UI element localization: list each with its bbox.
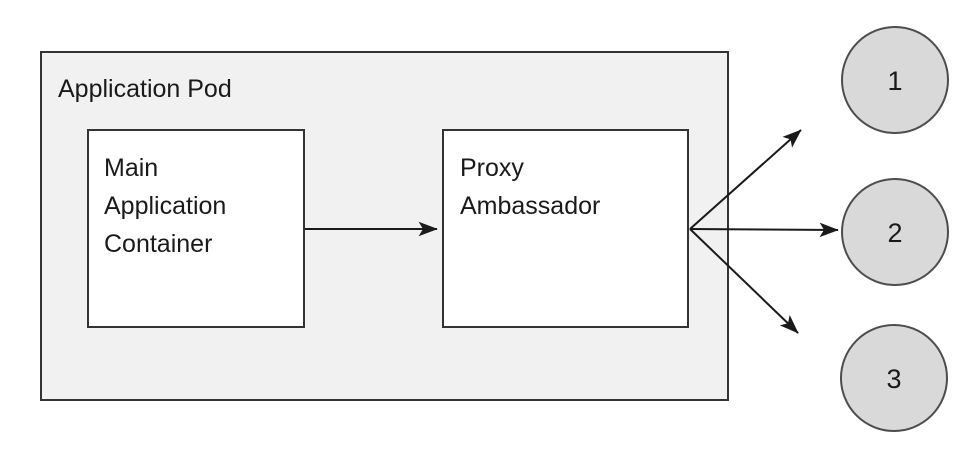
main-application-container-label-line-1: Main <box>104 154 158 182</box>
proxy-to-service-1-arrow <box>689 129 802 230</box>
service-3-circle[interactable] <box>840 324 948 432</box>
application-pod-label: Application Pod <box>58 75 232 103</box>
main-application-container-label-line-2: Application <box>104 192 226 220</box>
main-application-container-label-line-3: Container <box>104 230 212 258</box>
proxy-to-service-2-arrow <box>689 222 839 238</box>
backend-services-group: 1 2 3 <box>840 26 949 432</box>
proxy-ambassador-container-label-line-1: Proxy <box>460 154 524 182</box>
proxy-to-service-3-arrow <box>689 228 799 334</box>
service-2-circle[interactable] <box>841 178 949 286</box>
service-3-label: 3 <box>886 364 901 394</box>
connectors-group <box>305 129 839 334</box>
proxy-ambassador-container-label-line-2: Ambassador <box>460 192 600 220</box>
service-1-circle[interactable] <box>841 26 949 134</box>
proxy-ambassador-container-box[interactable] <box>442 129 689 328</box>
service-1-label: 1 <box>887 66 902 96</box>
main-application-container-box[interactable] <box>87 129 305 328</box>
service-2-label: 2 <box>887 218 902 248</box>
